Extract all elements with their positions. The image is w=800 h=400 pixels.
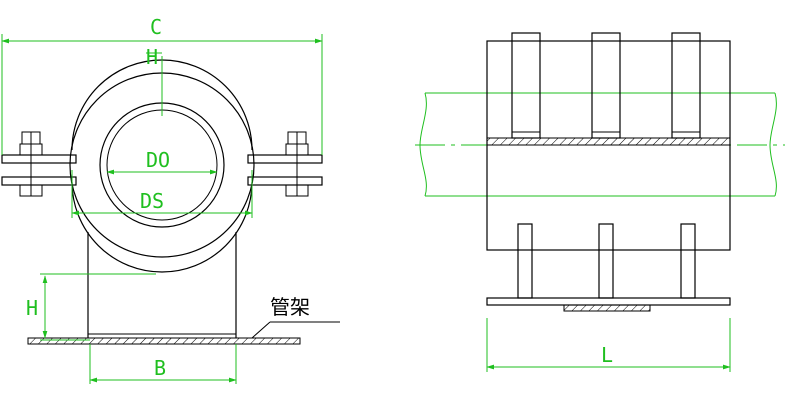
right-flange-top <box>247 154 323 164</box>
dim-ds-label: DS <box>140 189 164 213</box>
support-rib-2 <box>598 223 614 299</box>
front-view: C H DO DS H B 管架 <box>1 15 340 384</box>
dim-c-label: C <box>150 15 162 39</box>
support-label: 管架 <box>270 295 310 319</box>
dim-h-top-label: H <box>146 45 158 69</box>
left-flange-bottom <box>1 176 77 186</box>
dim-h-left-label: H <box>26 296 38 320</box>
support-rib-3 <box>680 223 696 299</box>
right-bolt <box>285 131 309 197</box>
top-strap-2 <box>591 32 621 139</box>
dim-do-label: DO <box>146 148 170 172</box>
clamp-outer-lower <box>71 181 253 273</box>
support-rib-1 <box>517 223 533 299</box>
support-leader-line <box>251 321 271 339</box>
left-bolt <box>19 131 43 197</box>
base-plate-side <box>486 297 731 306</box>
side-view: L <box>415 32 785 372</box>
right-flange-bottom <box>247 176 323 186</box>
pipe-break-right <box>769 92 777 197</box>
dim-b-label: B <box>154 356 166 380</box>
top-strap-1 <box>511 32 541 139</box>
base-pad-hatch <box>563 304 651 312</box>
top-strap-3 <box>671 32 701 139</box>
base-plate <box>27 337 301 345</box>
clamp-split-hatch <box>486 137 731 146</box>
left-flange-top <box>1 154 77 164</box>
dim-l-label: L <box>601 343 613 367</box>
